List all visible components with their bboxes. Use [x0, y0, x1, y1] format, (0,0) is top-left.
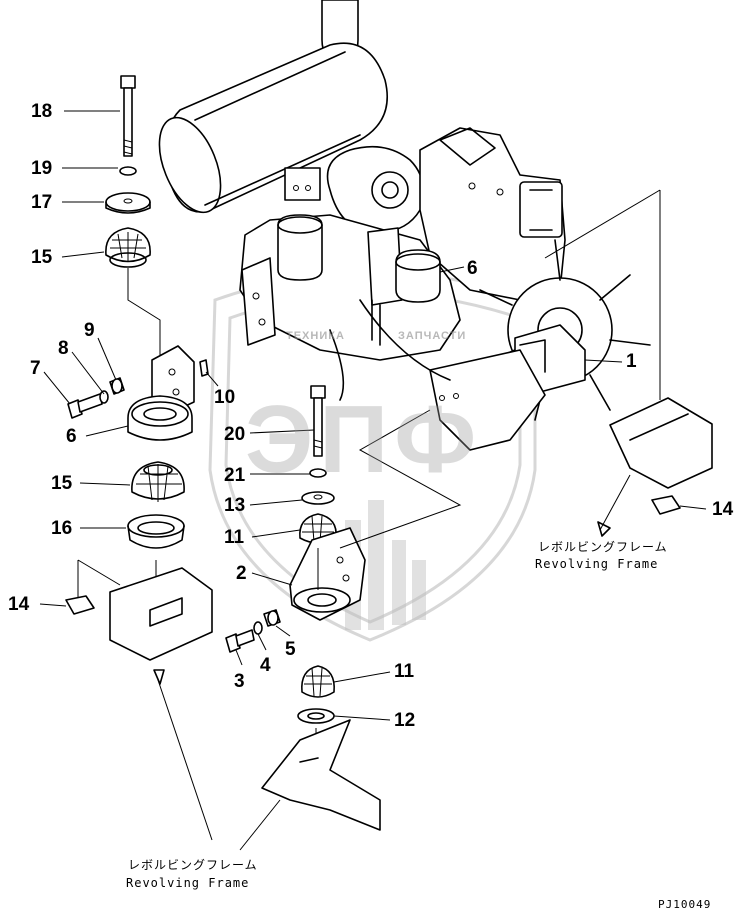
caption-bottom-japanese: レボルビングフレーム [128, 858, 258, 872]
caption-right-japanese: レボルビングフレーム [538, 540, 668, 554]
callout-8: 8 [58, 338, 69, 359]
callout-2: 2 [236, 563, 247, 584]
callout-6-right: 6 [467, 258, 478, 279]
callout-11-lower: 11 [394, 661, 415, 682]
callout-1: 1 [626, 351, 637, 372]
callout-19: 19 [31, 158, 53, 179]
center-mount-stack [225, 385, 462, 851]
left-mount-stack [65, 75, 213, 841]
callout-10: 10 [214, 387, 236, 408]
right-frame-bracket [544, 189, 713, 537]
watermark-text-left: ТЕХНИКА [286, 330, 345, 342]
callout-5: 5 [285, 639, 296, 660]
callout-13: 13 [224, 495, 246, 516]
callout-17: 17 [31, 192, 53, 213]
callout-21: 21 [224, 465, 246, 486]
callout-3: 3 [234, 671, 245, 692]
callout-15-lower: 15 [51, 473, 73, 494]
drawing-code: PJ10049 [658, 898, 712, 911]
callout-20: 20 [224, 424, 246, 445]
callout-14-left: 14 [8, 594, 30, 615]
caption-bottom-english: Revolving Frame [126, 876, 250, 890]
callout-18: 18 [31, 101, 53, 122]
watermark-text-right: ЗАПЧАСТИ [398, 330, 467, 342]
callout-14-right: 14 [712, 499, 734, 520]
callout-11-upper: 11 [224, 527, 245, 548]
callout-9: 9 [84, 320, 95, 341]
callout-6-left: 6 [66, 426, 77, 447]
callout-16: 16 [51, 518, 73, 539]
callout-15-upper: 15 [31, 247, 53, 268]
callout-7: 7 [30, 358, 41, 379]
callout-4: 4 [260, 655, 271, 676]
caption-right-english: Revolving Frame [535, 557, 659, 571]
watermark-logo-letters: ЭПФ [245, 386, 483, 493]
callout-12: 12 [394, 710, 416, 731]
callout-leaders [39, 110, 707, 721]
engine-assembly [158, 0, 651, 451]
